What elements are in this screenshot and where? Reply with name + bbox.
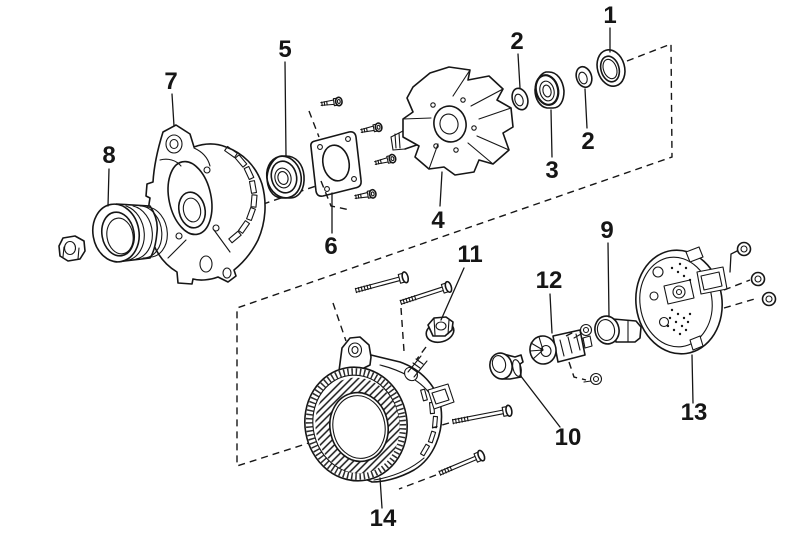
guide-dashes <box>332 250 759 490</box>
callout-13: 13 <box>681 399 708 426</box>
rear-bearing-drawing <box>534 71 565 109</box>
brush-holder-drawing <box>529 329 593 365</box>
bushing-drawing <box>489 352 524 380</box>
callout-6: 6 <box>324 233 337 260</box>
washer-a-drawing <box>511 87 529 111</box>
washer-b-drawing <box>575 65 593 89</box>
connector-cap-drawing <box>594 315 642 345</box>
vent-dots <box>666 262 692 336</box>
front-bearing-drawing <box>265 155 305 199</box>
callout-10: 10 <box>555 424 582 451</box>
callout-2b: 2 <box>581 128 594 155</box>
callout-11: 11 <box>457 241 482 268</box>
retainer-screws-drawing <box>308 96 397 211</box>
rear-cover-drawing <box>635 246 728 355</box>
callout-4: 4 <box>431 207 445 234</box>
callout-leader-lines <box>107 27 694 509</box>
callout-12: 12 <box>536 267 563 294</box>
callout-1: 1 <box>603 2 616 29</box>
brush-holder-screws-drawing <box>573 323 603 386</box>
callout-numbers: 1 2 2 3 4 5 6 7 8 9 10 11 12 13 14 <box>102 2 707 532</box>
front-bracket-drawing <box>145 124 266 285</box>
retainer-plate-drawing <box>310 131 362 197</box>
callout-5: 5 <box>278 36 291 63</box>
through-bolts-drawing <box>354 271 513 476</box>
callout-2a: 2 <box>510 28 523 55</box>
callout-8: 8 <box>102 142 115 169</box>
terminal-nut-drawing <box>425 316 455 344</box>
pulley-nut-drawing <box>58 235 86 262</box>
callout-14: 14 <box>370 505 397 532</box>
cover-nuts-drawing <box>736 241 777 307</box>
rotor-drawing <box>390 66 514 176</box>
seal-ring-drawing <box>596 49 626 87</box>
callout-3: 3 <box>545 157 558 184</box>
pulley-drawing <box>91 203 168 263</box>
stator-housing-drawing <box>304 336 455 483</box>
callout-9: 9 <box>600 217 613 244</box>
callout-7: 7 <box>164 68 177 95</box>
